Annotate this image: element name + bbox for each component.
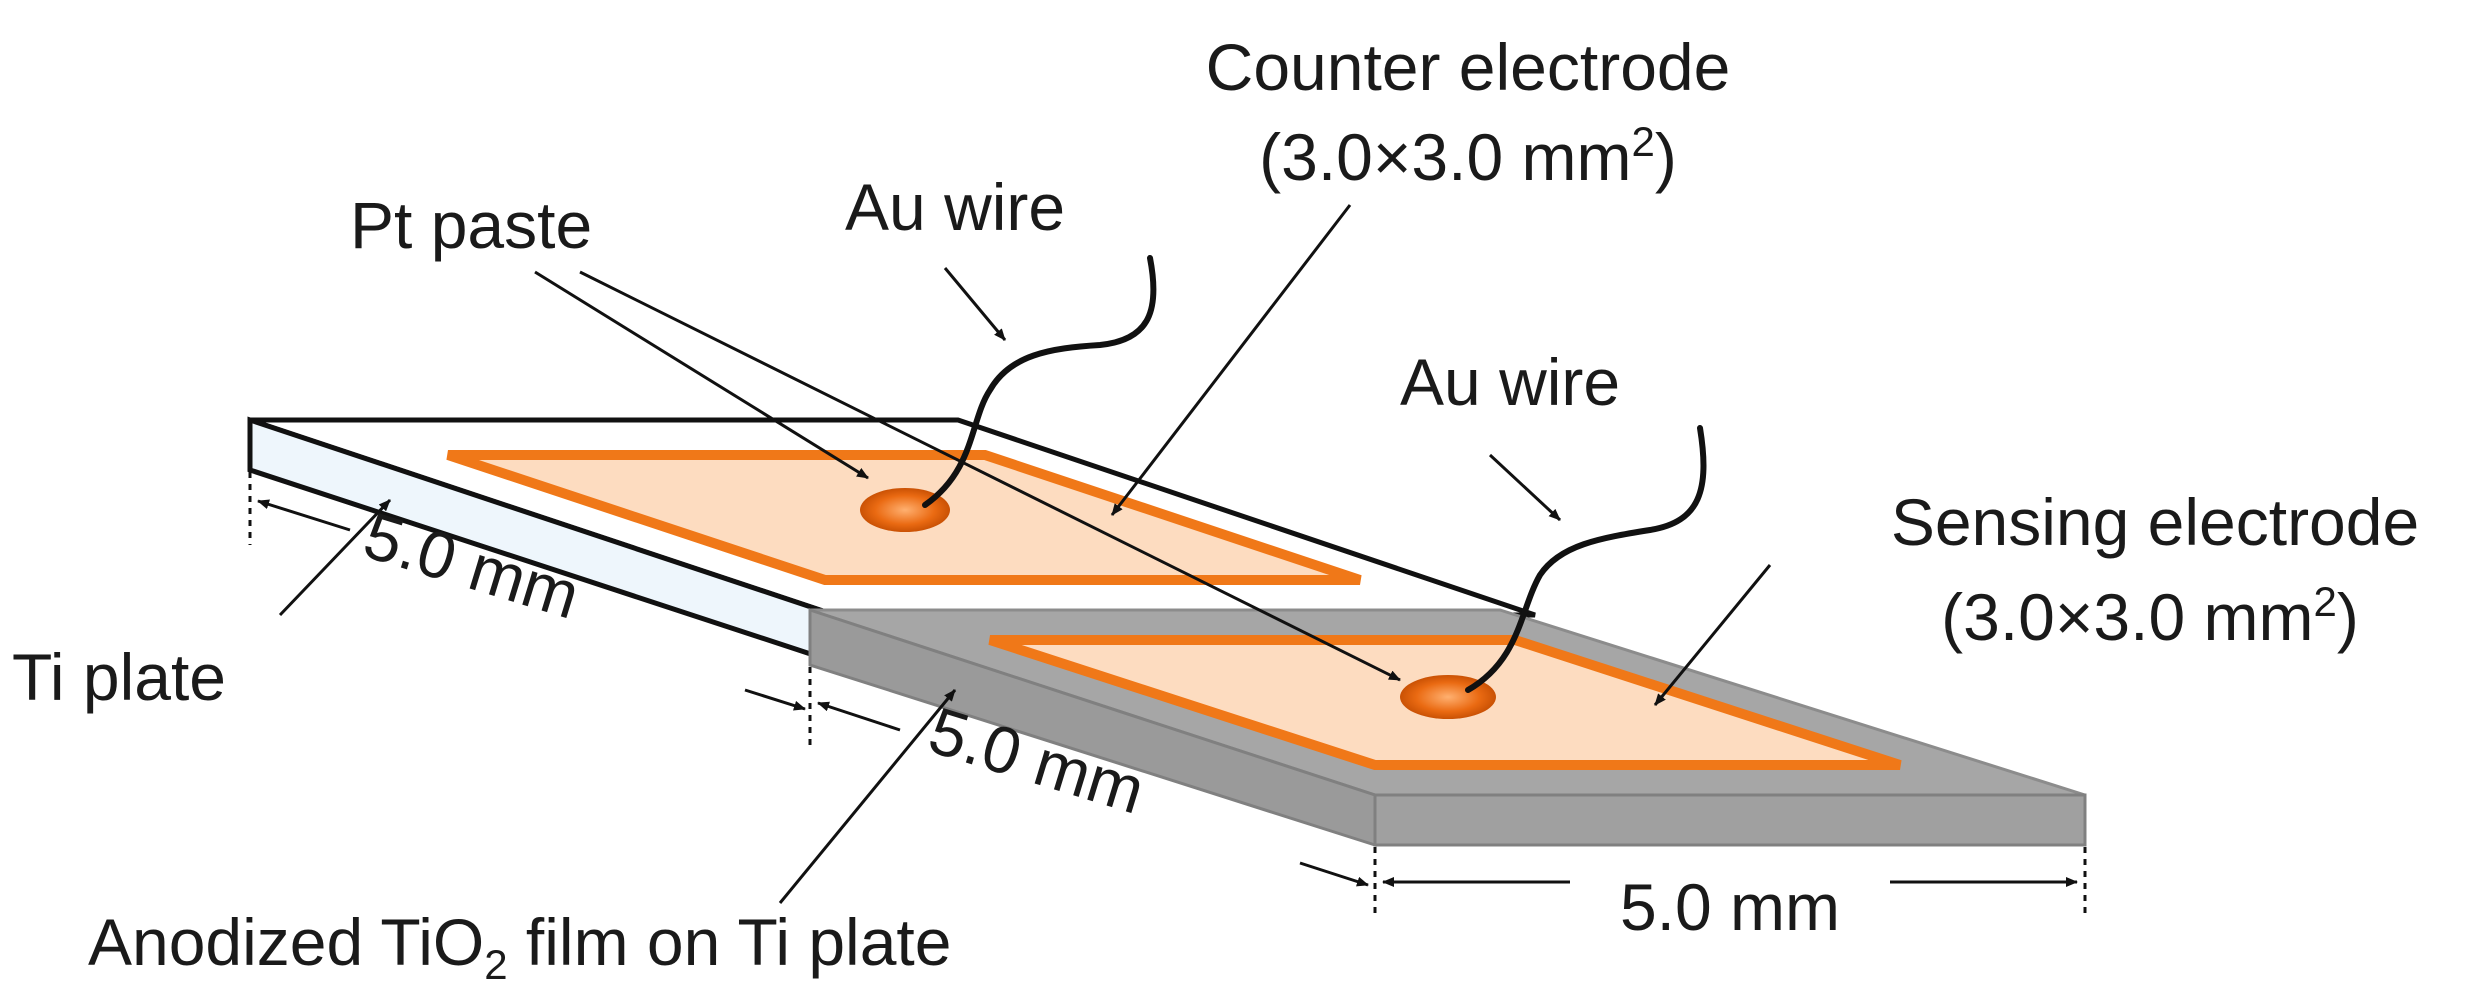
au-wire-label-2: Au wire: [1400, 345, 1620, 419]
dim-label-tio2-width: 5.0 mm: [1620, 870, 1840, 944]
au-wire-counter: [922, 255, 1157, 508]
sensing-electrode-title: Sensing electrode: [1891, 485, 2419, 559]
arrow-ti-plate: [278, 498, 392, 617]
dim-arrow-tio2-left: [817, 701, 901, 732]
arrow-au-wire-2: [1488, 453, 1562, 522]
leader-lines: [278, 204, 1772, 904]
dim-arrow-tio2-right: [1299, 861, 1369, 887]
dim-arrow-ti-left: [257, 499, 351, 532]
au-wire-sensing: [1465, 425, 1707, 693]
au-wire-label-1: Au wire: [845, 170, 1065, 244]
arrow-counter-electrode: [1110, 204, 1352, 516]
dim-arrow-ti-right: [744, 688, 806, 711]
counter-electrode-dims: (3.0×3.0 mm2): [1259, 118, 1677, 194]
tio2-plate-right-face: [1373, 793, 2087, 847]
pt-paste-label: Pt paste: [350, 188, 592, 262]
pt-paste-dot-counter: [860, 488, 950, 532]
dimension-marks: [248, 472, 2087, 915]
anodized-film-label: Anodized TiO2 film on Ti plate: [88, 905, 951, 988]
arrow-anodized-film: [778, 689, 957, 904]
ti-plate-label: Ti plate: [12, 640, 226, 714]
arrow-au-wire-1: [943, 267, 1007, 341]
sensing-electrode-dims: (3.0×3.0 mm2): [1941, 578, 2359, 654]
arrow-sensing-electrode: [1653, 564, 1772, 706]
arrow-pt-paste-2: [579, 270, 1401, 682]
counter-electrode-title: Counter electrode: [1206, 30, 1731, 104]
arrow-pt-paste-1: [534, 270, 869, 480]
